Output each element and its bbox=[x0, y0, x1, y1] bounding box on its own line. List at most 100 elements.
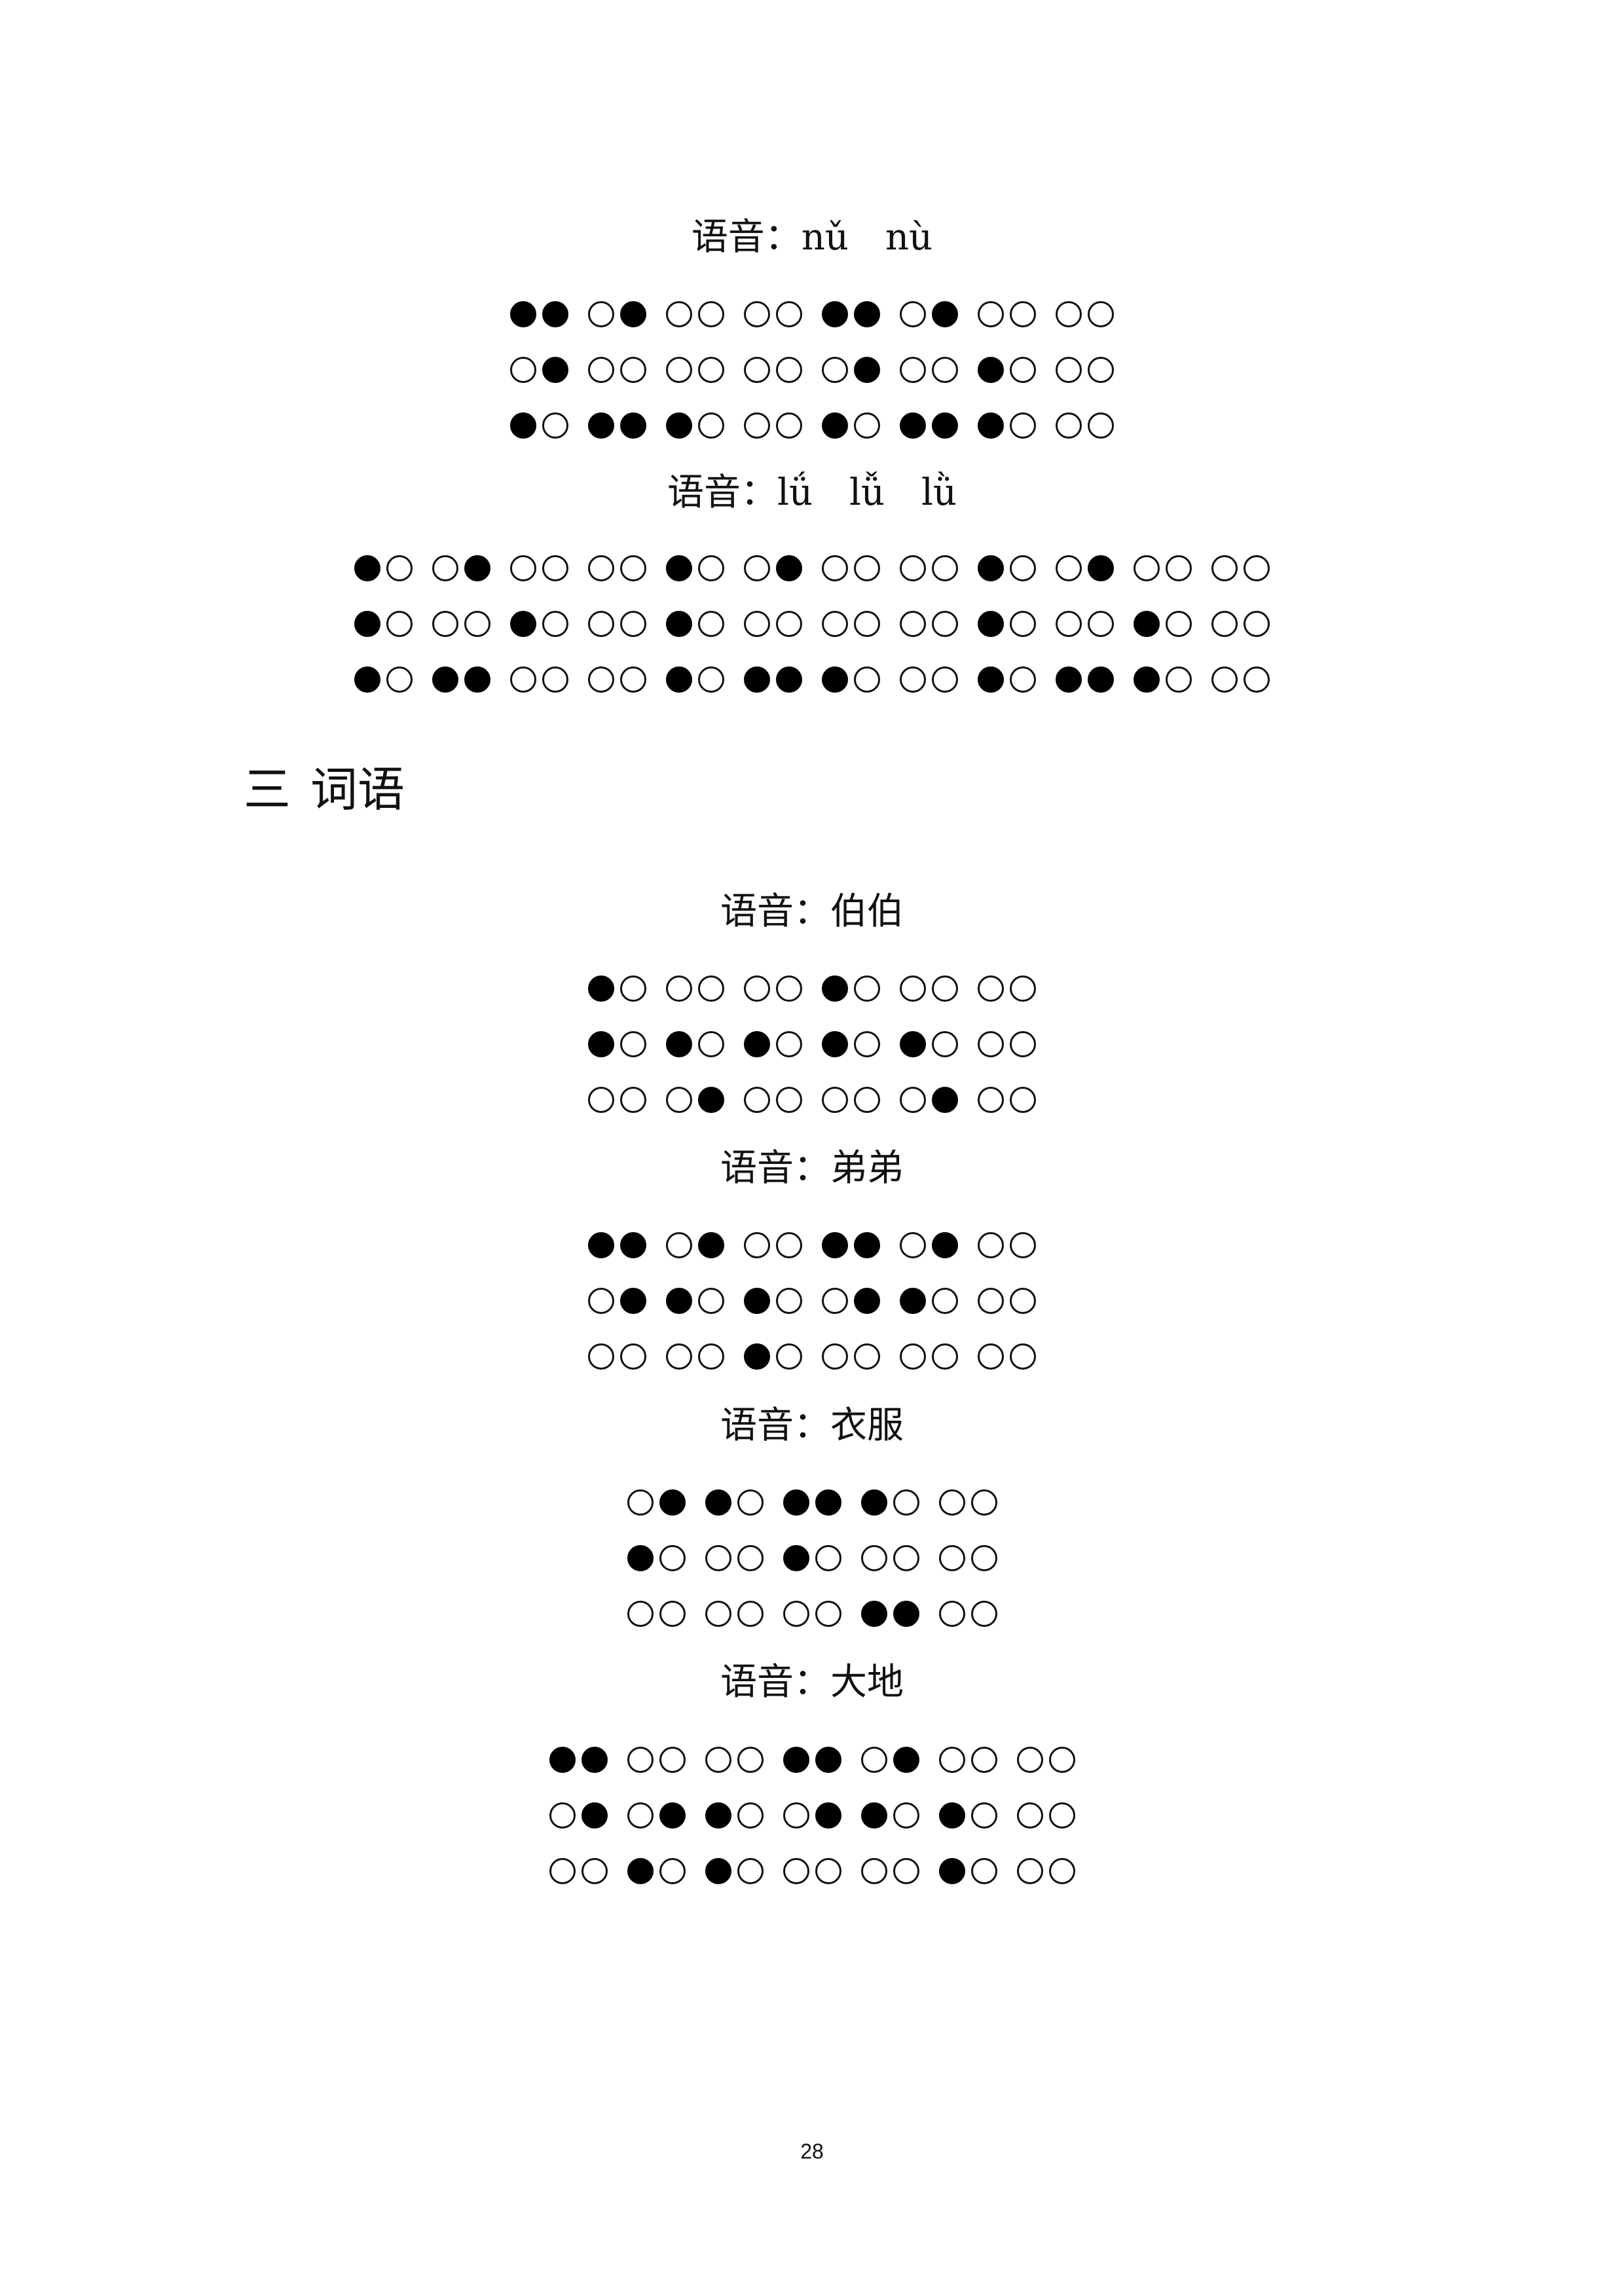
filled-dot-icon bbox=[354, 666, 380, 693]
braille-cell bbox=[860, 1601, 919, 1627]
braille-cell bbox=[1211, 666, 1270, 693]
label-text: lǘ lǚ lǜ bbox=[777, 471, 957, 514]
empty-dot-icon bbox=[978, 1087, 1004, 1113]
braille-cell bbox=[822, 1031, 880, 1057]
empty-dot-icon bbox=[627, 1489, 654, 1516]
empty-dot-icon bbox=[588, 555, 614, 581]
filled-dot-icon bbox=[581, 1802, 608, 1829]
braille-cell bbox=[510, 555, 568, 581]
filled-dot-icon bbox=[893, 1747, 919, 1773]
braille-row bbox=[0, 1343, 1624, 1370]
filled-dot-icon bbox=[815, 1489, 841, 1516]
braille-row bbox=[0, 1858, 1624, 1884]
filled-dot-icon bbox=[542, 357, 568, 383]
braille-cell bbox=[1056, 301, 1114, 327]
braille-cell bbox=[705, 1545, 764, 1571]
pronunciation-label: 语音：弟弟 bbox=[0, 1150, 1624, 1187]
braille-cell bbox=[900, 1288, 958, 1314]
filled-dot-icon bbox=[705, 1489, 731, 1516]
empty-dot-icon bbox=[938, 1747, 965, 1773]
empty-dot-icon bbox=[386, 666, 413, 693]
empty-dot-icon bbox=[1010, 357, 1036, 383]
braille-cell bbox=[510, 666, 568, 693]
filled-dot-icon bbox=[822, 1031, 848, 1057]
section-title: 词语 bbox=[310, 762, 405, 817]
empty-dot-icon bbox=[698, 666, 724, 693]
empty-dot-icon bbox=[854, 1031, 880, 1057]
braille-cell bbox=[1056, 666, 1114, 693]
empty-dot-icon bbox=[588, 1087, 614, 1113]
filled-dot-icon bbox=[776, 555, 802, 581]
braille-row bbox=[0, 1601, 1624, 1627]
empty-dot-icon bbox=[510, 555, 536, 581]
filled-dot-icon bbox=[815, 1747, 841, 1773]
braille-cell bbox=[510, 301, 568, 327]
braille-cell bbox=[627, 1545, 686, 1571]
empty-dot-icon bbox=[737, 1858, 764, 1884]
filled-dot-icon bbox=[1088, 666, 1114, 693]
braille-cell bbox=[1056, 357, 1114, 383]
empty-dot-icon bbox=[932, 611, 958, 637]
braille-row bbox=[0, 555, 1624, 581]
empty-dot-icon bbox=[698, 1031, 724, 1057]
filled-dot-icon bbox=[705, 1802, 731, 1829]
empty-dot-icon bbox=[1010, 1288, 1036, 1314]
braille-cell bbox=[860, 1545, 919, 1571]
braille-cell bbox=[744, 301, 802, 327]
label-text: 伯伯 bbox=[830, 890, 904, 933]
empty-dot-icon bbox=[737, 1802, 764, 1829]
filled-dot-icon bbox=[744, 1031, 770, 1057]
braille-cell bbox=[1056, 412, 1114, 439]
braille-cell bbox=[744, 555, 802, 581]
filled-dot-icon bbox=[354, 611, 380, 637]
empty-dot-icon bbox=[386, 555, 413, 581]
braille-cell bbox=[432, 555, 490, 581]
filled-dot-icon bbox=[938, 1858, 965, 1884]
empty-dot-icon bbox=[822, 555, 848, 581]
braille-cell bbox=[1016, 1858, 1075, 1884]
empty-dot-icon bbox=[893, 1489, 919, 1516]
empty-dot-icon bbox=[666, 975, 692, 1002]
braille-cell bbox=[822, 975, 880, 1002]
braille-cell bbox=[1056, 611, 1114, 637]
empty-dot-icon bbox=[970, 1747, 997, 1773]
braille-cell bbox=[938, 1802, 997, 1829]
filled-dot-icon bbox=[978, 666, 1004, 693]
empty-dot-icon bbox=[620, 666, 646, 693]
empty-dot-icon bbox=[978, 1343, 1004, 1370]
braille-cell bbox=[666, 357, 724, 383]
empty-dot-icon bbox=[970, 1601, 997, 1627]
empty-dot-icon bbox=[1016, 1858, 1043, 1884]
empty-dot-icon bbox=[978, 1031, 1004, 1057]
empty-dot-icon bbox=[1088, 611, 1114, 637]
braille-row bbox=[0, 1802, 1624, 1829]
empty-dot-icon bbox=[1056, 555, 1082, 581]
filled-dot-icon bbox=[860, 1601, 887, 1627]
braille-cell bbox=[900, 1232, 958, 1258]
braille-row bbox=[0, 1232, 1624, 1258]
empty-dot-icon bbox=[659, 1858, 686, 1884]
braille-cell bbox=[666, 1288, 724, 1314]
empty-dot-icon bbox=[510, 357, 536, 383]
empty-dot-icon bbox=[1211, 611, 1238, 637]
empty-dot-icon bbox=[588, 1343, 614, 1370]
empty-dot-icon bbox=[938, 1489, 965, 1516]
filled-dot-icon bbox=[776, 666, 802, 693]
filled-dot-icon bbox=[822, 412, 848, 439]
braille-cell bbox=[938, 1489, 997, 1516]
braille-cell bbox=[744, 611, 802, 637]
braille-cell bbox=[705, 1858, 764, 1884]
empty-dot-icon bbox=[588, 611, 614, 637]
braille-cell bbox=[860, 1747, 919, 1773]
empty-dot-icon bbox=[776, 1288, 802, 1314]
empty-dot-icon bbox=[932, 1031, 958, 1057]
filled-dot-icon bbox=[1056, 666, 1082, 693]
braille-cell bbox=[744, 1232, 802, 1258]
empty-dot-icon bbox=[900, 975, 926, 1002]
pronunciation-label: 语音：衣服 bbox=[0, 1408, 1624, 1444]
empty-dot-icon bbox=[737, 1545, 764, 1571]
empty-dot-icon bbox=[1010, 666, 1036, 693]
braille-cell bbox=[744, 1288, 802, 1314]
braille-cell bbox=[938, 1747, 997, 1773]
empty-dot-icon bbox=[1010, 301, 1036, 327]
